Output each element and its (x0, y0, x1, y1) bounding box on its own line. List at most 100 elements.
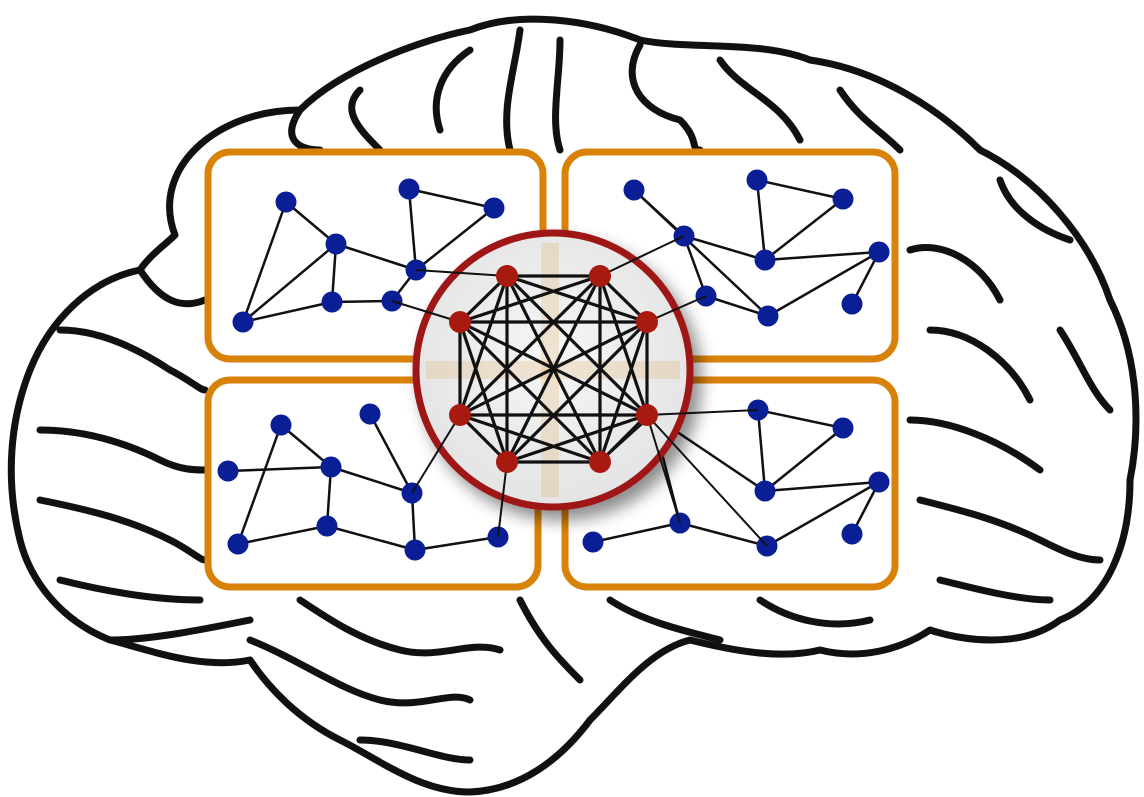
brain-sulcus (756, 596, 874, 628)
module-edge (705, 294, 769, 318)
brain-sulcus (936, 576, 1054, 604)
hub-connector (497, 461, 508, 538)
module-node (270, 414, 292, 436)
brain-sulcus (516, 596, 584, 684)
brain-sulcus (288, 106, 324, 154)
module-edge (330, 465, 413, 495)
brain-sulcus (606, 596, 724, 644)
hub-edge (458, 321, 509, 463)
module-edge (766, 480, 880, 548)
brain-sulcus (136, 266, 209, 308)
hub-layer (391, 229, 768, 547)
module-edge (414, 535, 499, 552)
module-edge (679, 521, 768, 548)
module-edge (767, 250, 880, 318)
module-edge (764, 250, 880, 262)
module-node (227, 533, 249, 555)
module-edge (682, 235, 708, 297)
brain-sulcus (56, 576, 204, 604)
brain-contour (7, 15, 1140, 796)
module-node (359, 403, 381, 425)
hub-node (449, 404, 471, 426)
module-node (232, 311, 254, 333)
module-edge (236, 424, 283, 545)
hub-edge (459, 274, 601, 324)
brain-sulcus (916, 496, 1104, 564)
hub-node (589, 451, 611, 473)
module-edge (241, 201, 288, 323)
module-node (316, 515, 338, 537)
brain-sulcus (36, 426, 209, 474)
hub-connector (646, 414, 768, 547)
module-node (404, 539, 426, 561)
brain-sulcus (503, 26, 524, 154)
module-node (325, 233, 347, 255)
module-edge (280, 424, 332, 468)
hub-connector (646, 414, 681, 524)
module-edge (227, 465, 332, 473)
hub-connector (599, 235, 685, 277)
hub-connector (411, 414, 461, 494)
module-node (321, 291, 343, 313)
brain-sulcus (552, 36, 564, 154)
hub-node (449, 311, 471, 333)
hub-connector (391, 300, 461, 323)
module-edge (756, 178, 844, 201)
hub-edge (598, 321, 649, 463)
brain-sulcus (36, 496, 209, 564)
hub-node (636, 311, 658, 333)
hub-edge (459, 320, 648, 417)
module-edge (633, 189, 769, 317)
hub-edge (458, 320, 602, 464)
brain-sulcus (906, 243, 1004, 304)
hub-node (589, 265, 611, 287)
module-node (746, 169, 768, 191)
module-edge (326, 524, 416, 552)
module-edge (415, 207, 495, 271)
module-edge (755, 179, 767, 261)
hub-node (496, 265, 518, 287)
module-node (623, 179, 645, 201)
module-node (757, 305, 779, 327)
hub-edge (459, 413, 601, 464)
module-edge (764, 198, 844, 261)
module-edge (242, 243, 337, 323)
brain-sulcus (296, 596, 504, 657)
brain-sulcus (628, 41, 704, 154)
module-node (275, 191, 297, 213)
module-edge (237, 524, 328, 546)
brain-sulcus (716, 56, 804, 144)
hub-node (496, 451, 518, 473)
brain-sulcus (56, 326, 209, 394)
module-node (754, 480, 776, 502)
module-edge (764, 480, 880, 493)
module-node (868, 241, 890, 263)
module-edge (764, 427, 844, 492)
module-edge (756, 409, 767, 492)
brain-sulcus (432, 46, 474, 134)
module-node (832, 417, 854, 439)
hub-connector (646, 409, 759, 416)
module-edge (407, 188, 418, 271)
module-node (868, 471, 890, 493)
module-edge (757, 408, 844, 430)
module-node (398, 178, 420, 200)
brain-outline (7, 15, 1140, 796)
module-node (483, 197, 505, 219)
brain-sulcus (246, 636, 474, 707)
module-edge (335, 242, 417, 272)
brain-sulcus (996, 176, 1074, 244)
brain-sulcus (106, 616, 254, 644)
brain-sulcus (906, 416, 1044, 474)
module-edge (368, 413, 414, 494)
module-edge (285, 201, 337, 245)
module-edge (592, 521, 681, 544)
brain-sulcus (1056, 326, 1114, 414)
brain-sulcus (926, 326, 1034, 404)
module-edge (683, 234, 766, 262)
hub-edge (458, 413, 509, 464)
hub-edges (391, 235, 768, 547)
module-node (754, 249, 776, 271)
brain-sulcus (356, 736, 474, 764)
